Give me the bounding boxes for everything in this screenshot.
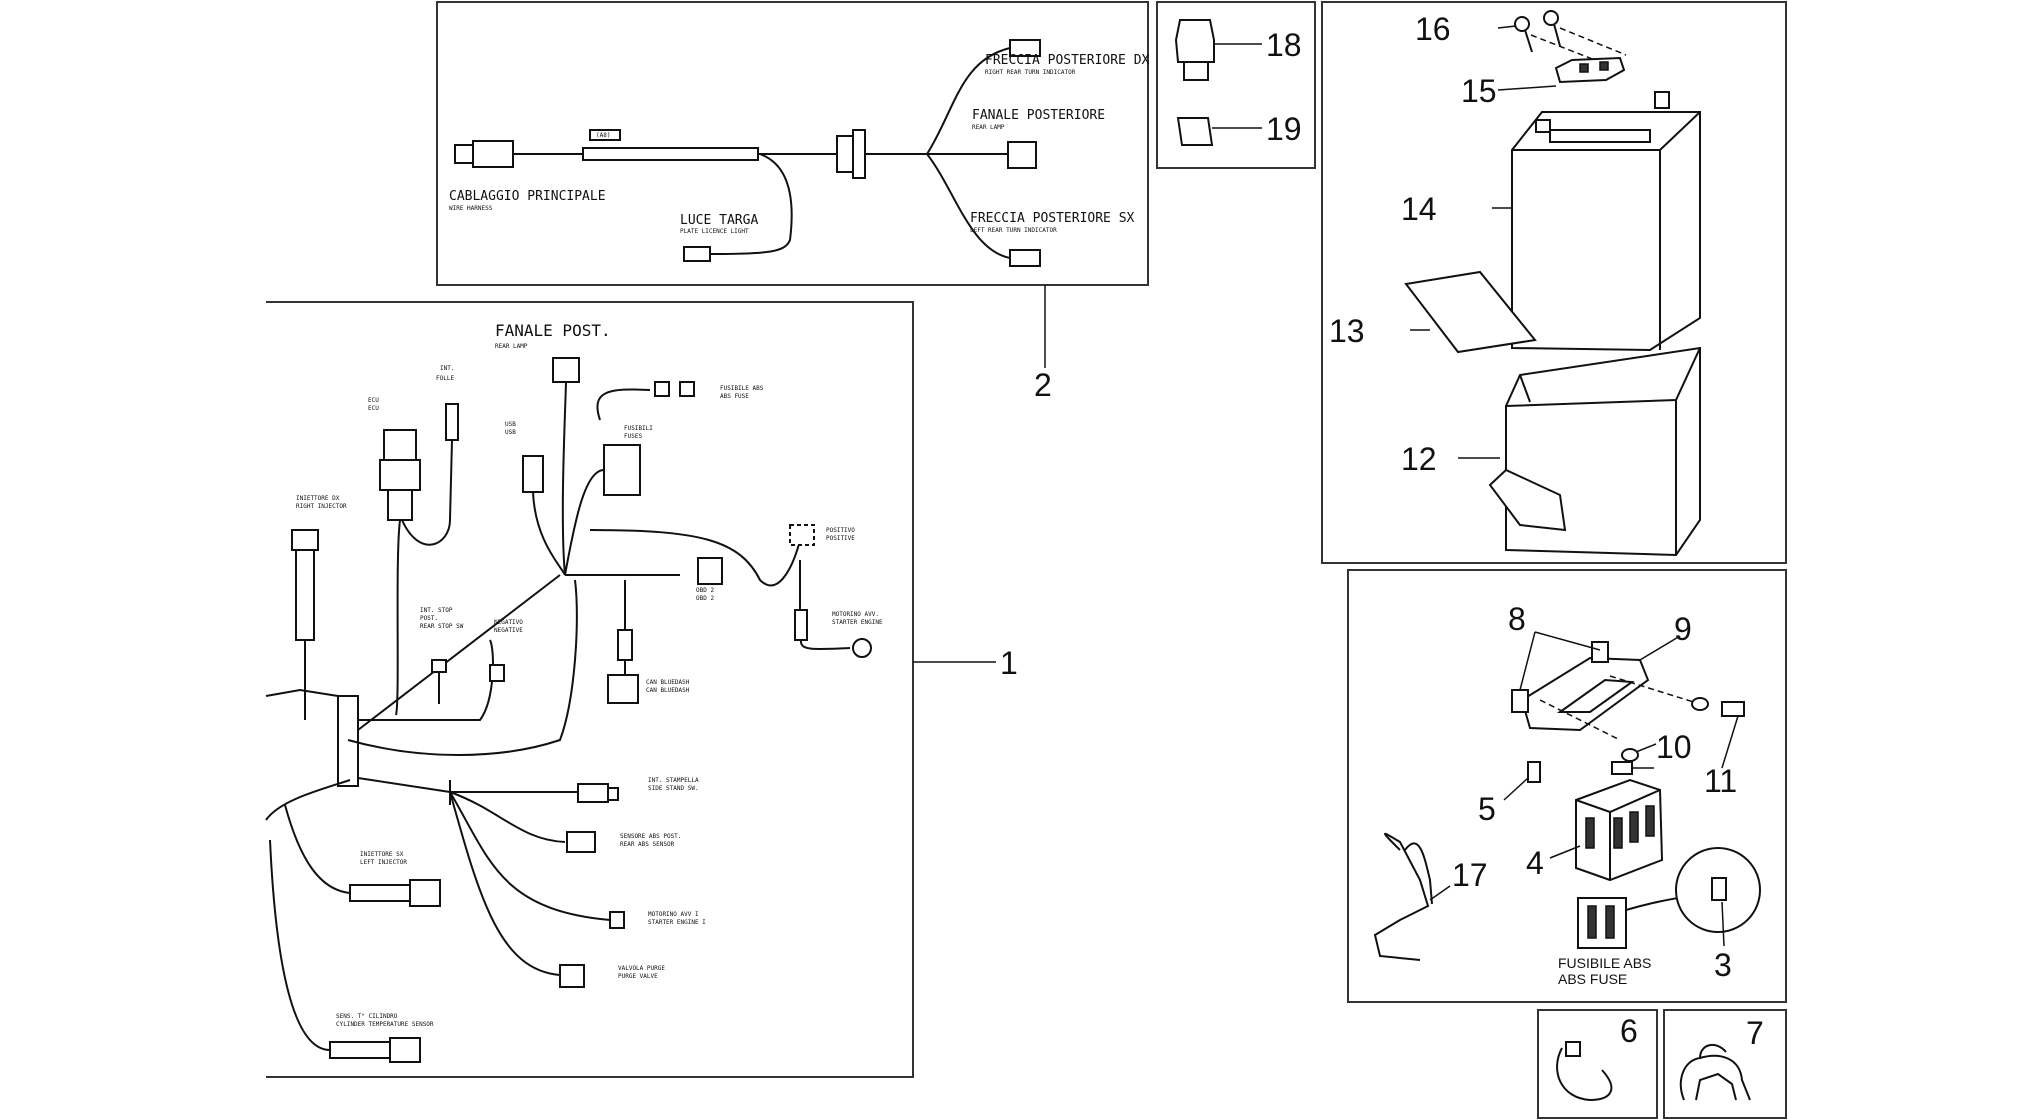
label-obd-sub: OBD 2 [696, 595, 714, 602]
part-number-17: 17 [1452, 857, 1488, 893]
label-starter-sub: STARTER ENGINE [832, 619, 883, 626]
label-ecu-sub: ECU [368, 405, 379, 412]
label-right-injector: INIETTORE DX [296, 495, 340, 502]
panel-fusebox [1347, 569, 1787, 1003]
part-number-8: 8 [1508, 601, 1526, 637]
part-number-18: 18 [1266, 27, 1302, 63]
label-abs-sensor-sub: REAR ABS SENSOR [620, 841, 675, 848]
label-harness-tag: (A8) [596, 132, 610, 139]
part-number-14: 14 [1401, 191, 1437, 227]
part-number-12: 12 [1401, 441, 1437, 477]
title-rear-lamp-sub: REAR LAMP [495, 343, 528, 350]
label-stop-switch: INT. STOP [420, 607, 453, 614]
label-left-injector-sub: LEFT INJECTOR [360, 859, 407, 866]
label-positive: POSITIVO [826, 527, 855, 534]
main-harness-drawing [265, 357, 872, 1063]
panel-main-harness [266, 301, 914, 1078]
label-plate-light-sub: PLATE LICENCE LIGHT [680, 228, 749, 235]
label-abs-sensor: SENSORE ABS POST. [620, 833, 681, 840]
label-stop-switch-sub: REAR STOP SW [420, 623, 464, 630]
title-rear-lamp: FANALE POST. [495, 321, 611, 340]
label-can: CAN BLUEDASH [646, 679, 690, 686]
label-rear-lamp-sub: REAR LAMP [972, 124, 1005, 131]
label-abs-fuse: FUSIBILE ABS [720, 385, 764, 392]
fuse-caption-line2: ABS FUSE [1558, 971, 1627, 987]
part-number-1: 1 [1000, 645, 1018, 681]
part-number-2: 2 [1034, 367, 1052, 403]
label-ecu: ECU [368, 397, 379, 404]
label-main-wire: CABLAGGIO PRINCIPALE [449, 189, 606, 204]
label-side-stand: INT. STAMPELLA [648, 777, 699, 784]
label-temp-sensor: SENS. T° CILINDRO [336, 1013, 398, 1020]
label-main-wire-sub: WIRE HARNESS [449, 205, 493, 212]
label-purge-valve: VALVOLA PURGE [618, 965, 665, 972]
fuse-caption-line1: FUSIBILE ABS [1558, 955, 1651, 971]
label-starter-1: MOTORINO AVV I [648, 911, 699, 918]
label-left-injector: INIETTORE SX [360, 851, 404, 858]
label-obd: OBD 2 [696, 587, 714, 594]
label-can-sub: CAN BLUEDASH [646, 687, 690, 694]
label-positive-sub: POSITIVE [826, 535, 855, 542]
label-side-stand-sub: SIDE STAND SW. [648, 785, 699, 792]
label-left-turn-sub: LEFT REAR TURN INDICATOR [970, 227, 1057, 234]
label-stop-switch-2: POST. [420, 615, 438, 622]
part-number-3: 3 [1714, 947, 1732, 983]
fusebox-drawing [1373, 631, 1761, 961]
label-fuses-sub: FUSES [624, 433, 642, 440]
part-number-9: 9 [1674, 611, 1692, 647]
label-int-folle: INT. [440, 365, 454, 372]
label-plate-light: LUCE TARGA [680, 213, 758, 228]
part-number-11: 11 [1704, 763, 1737, 799]
battery-drawing [1404, 10, 1701, 557]
label-usb: USB [505, 421, 516, 428]
label-starter: MOTORINO AVV. [832, 611, 879, 618]
part-number-19: 19 [1266, 111, 1302, 147]
label-temp-sensor-sub: CYLINDER TEMPERATURE SENSOR [336, 1021, 434, 1028]
label-right-injector-sub: RIGHT INJECTOR [296, 503, 347, 510]
label-right-turn: FRECCIA POSTERIORE DX [985, 53, 1150, 68]
panel-clip [1663, 1009, 1787, 1119]
part-number-10: 10 [1656, 729, 1692, 765]
label-int-folle-2: FOLLE [436, 375, 454, 382]
top-harness-drawing [454, 39, 1041, 267]
part-number-6: 6 [1620, 1013, 1638, 1049]
label-usb-sub: USB [505, 429, 516, 436]
label-right-turn-sub: RIGHT REAR TURN INDICATOR [985, 69, 1076, 76]
clamp-drawing [1556, 1041, 1751, 1102]
label-left-turn: FRECCIA POSTERIORE SX [970, 211, 1135, 226]
label-starter-1-sub: STARTER ENGINE I [648, 919, 706, 926]
part-number-4: 4 [1526, 845, 1544, 881]
label-negative: NEGATIVO [494, 619, 523, 626]
relay-drawing [1174, 19, 1262, 146]
part-number-13: 13 [1329, 313, 1365, 349]
panel-clamp [1537, 1009, 1658, 1119]
label-rear-lamp: FANALE POSTERIORE [972, 108, 1105, 123]
part-number-15: 15 [1461, 73, 1497, 109]
part-number-5: 5 [1478, 791, 1496, 827]
part-number-7: 7 [1746, 1015, 1764, 1051]
part-number-16: 16 [1415, 11, 1451, 47]
label-abs-fuse-sub: ABS FUSE [720, 393, 749, 400]
panel-top-harness [436, 1, 1149, 286]
panel-relays [1156, 1, 1316, 169]
panel-battery [1321, 1, 1787, 564]
label-fuses: FUSIBILI [624, 425, 653, 432]
label-negative-sub: NEGATIVE [494, 627, 523, 634]
label-purge-valve-sub: PURGE VALVE [618, 973, 658, 980]
